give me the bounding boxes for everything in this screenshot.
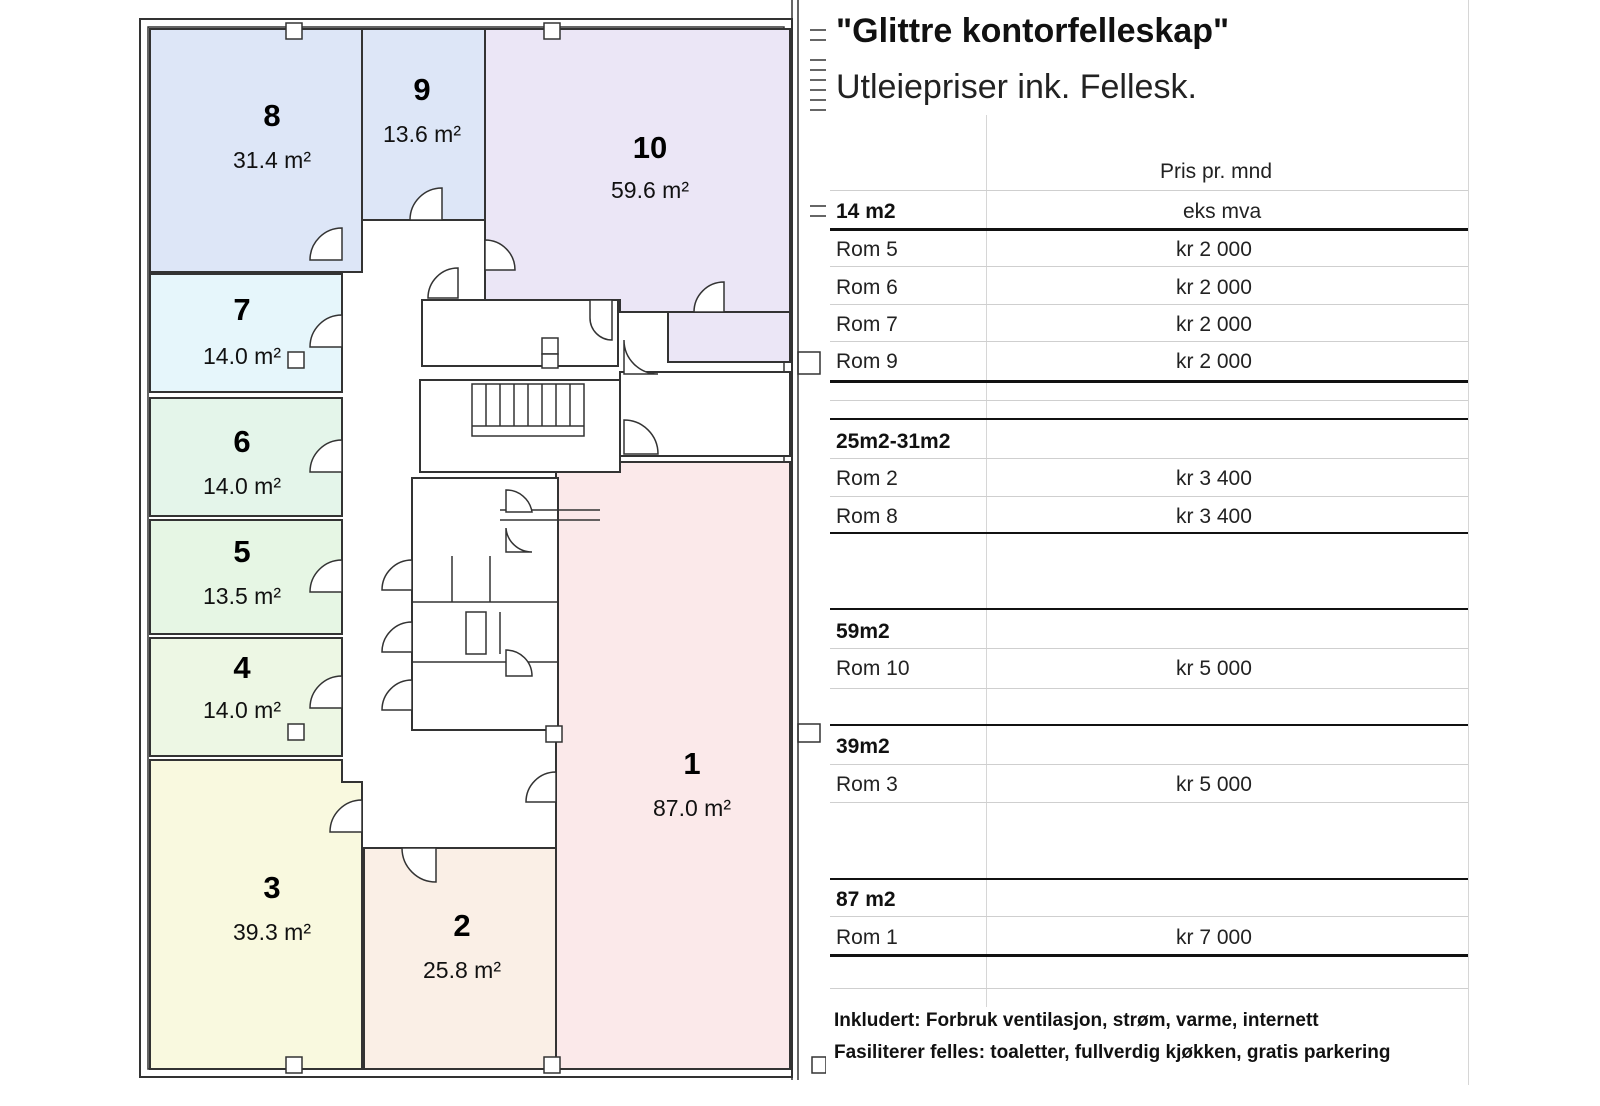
note-facilities: Fasiliterer felles: toaletter, fullverdi… [834,1042,1391,1063]
row-price: kr 7 000 [1176,926,1252,949]
room-1-number: 1 [683,746,700,781]
row-divider [830,688,1468,689]
row-divider [830,648,1468,649]
sheet-title: "Glittre kontorfelleskap" [836,12,1230,50]
group-label-25-31m2: 25m2-31m2 [836,430,951,453]
row-divider [830,341,1468,342]
room-1-area-fill [555,461,791,1070]
room-4-area: 14.0 m² [203,697,281,723]
row-divider [830,458,1468,459]
row-divider [830,400,1468,401]
room-5[interactable] [149,519,343,635]
door-swings [309,187,725,883]
group-rule [830,228,1468,231]
room-5-area-fill [149,519,343,635]
room-10-number: 10 [633,130,667,165]
room-6-area-fill [149,397,343,517]
wall-columns [285,22,826,1074]
price-header-line1: Pris pr. mnd [1160,160,1273,183]
row-room: Rom 5 [836,238,898,261]
sheet-subtitle: Utleiepriser ink. Fellesk. [836,68,1197,106]
group-label-39m2: 39m2 [836,735,890,758]
row-room: Rom 1 [836,926,898,949]
row-divider [830,190,1468,191]
room-3-number: 3 [263,870,280,905]
row-divider [830,304,1468,305]
row-room: Rom 2 [836,467,898,490]
group-rule [830,878,1468,880]
price-header-line2: eks mva [1183,200,1262,223]
row-price: kr 5 000 [1176,657,1252,680]
row-room: Rom 8 [836,505,898,528]
group-rule [830,532,1468,534]
staircase [471,383,585,437]
row-divider [830,496,1468,497]
row-divider [830,802,1468,803]
room-2-number: 2 [453,908,470,943]
group-rule [830,418,1468,420]
row-divider [830,988,1468,989]
room-3-area-fill [149,759,363,1070]
row-divider [830,916,1468,917]
row-price: kr 5 000 [1176,773,1252,796]
room-7-area: 14.0 m² [203,343,281,369]
group-rule [830,380,1468,383]
row-room: Rom 6 [836,276,898,299]
row-price: kr 3 400 [1176,467,1252,490]
row-room: Rom 7 [836,313,898,336]
room-10-area: 59.6 m² [611,177,689,203]
room-2-area: 25.8 m² [423,957,501,983]
room-3[interactable] [149,759,363,1070]
row-price: kr 3 400 [1176,505,1252,528]
room-1[interactable] [555,461,791,1070]
column-divider [986,115,987,1007]
sheet-right-border [1468,0,1469,1085]
room-7[interactable] [149,273,343,393]
group-label-87m2: 87 m2 [836,888,896,911]
room-7-number: 7 [233,292,250,327]
room-5-area: 13.5 m² [203,583,281,609]
note-included: Inkludert: Forbruk ventilasjon, strøm, v… [834,1010,1319,1031]
row-divider [830,266,1468,267]
right-wall [791,0,826,1080]
group-label-59m2: 59m2 [836,620,890,643]
room-8-number: 8 [263,98,280,133]
row-price: kr 2 000 [1176,238,1252,261]
price-sheet: "Glittre kontorfelleskap" Utleiepriser i… [826,0,1469,1085]
room-6-number: 6 [233,424,250,459]
row-price: kr 2 000 [1176,276,1252,299]
floor-plan: 8 31.4 m² 9 13.6 m² 10 59.6 m² 7 14.0 m²… [139,0,826,1080]
room-3-area: 39.3 m² [233,919,311,945]
room-1-area: 87.0 m² [653,795,731,821]
row-price: kr 2 000 [1176,350,1252,373]
room-9-area: 13.6 m² [383,121,461,147]
room-6-area: 14.0 m² [203,473,281,499]
room-9-number: 9 [413,72,430,107]
group-label-14m2: 14 m2 [836,200,896,223]
group-rule [830,608,1468,610]
room-4-number: 4 [233,650,251,685]
room-5-number: 5 [233,534,250,569]
room-8-area: 31.4 m² [233,147,311,173]
room-6[interactable] [149,397,343,517]
group-rule [830,724,1468,726]
group-rule [830,954,1468,957]
room-7-area-fill [149,273,343,393]
row-room: Rom 3 [836,773,898,796]
row-price: kr 2 000 [1176,313,1252,336]
row-divider [830,764,1468,765]
row-room: Rom 9 [836,350,898,373]
row-room: Rom 10 [836,657,910,680]
